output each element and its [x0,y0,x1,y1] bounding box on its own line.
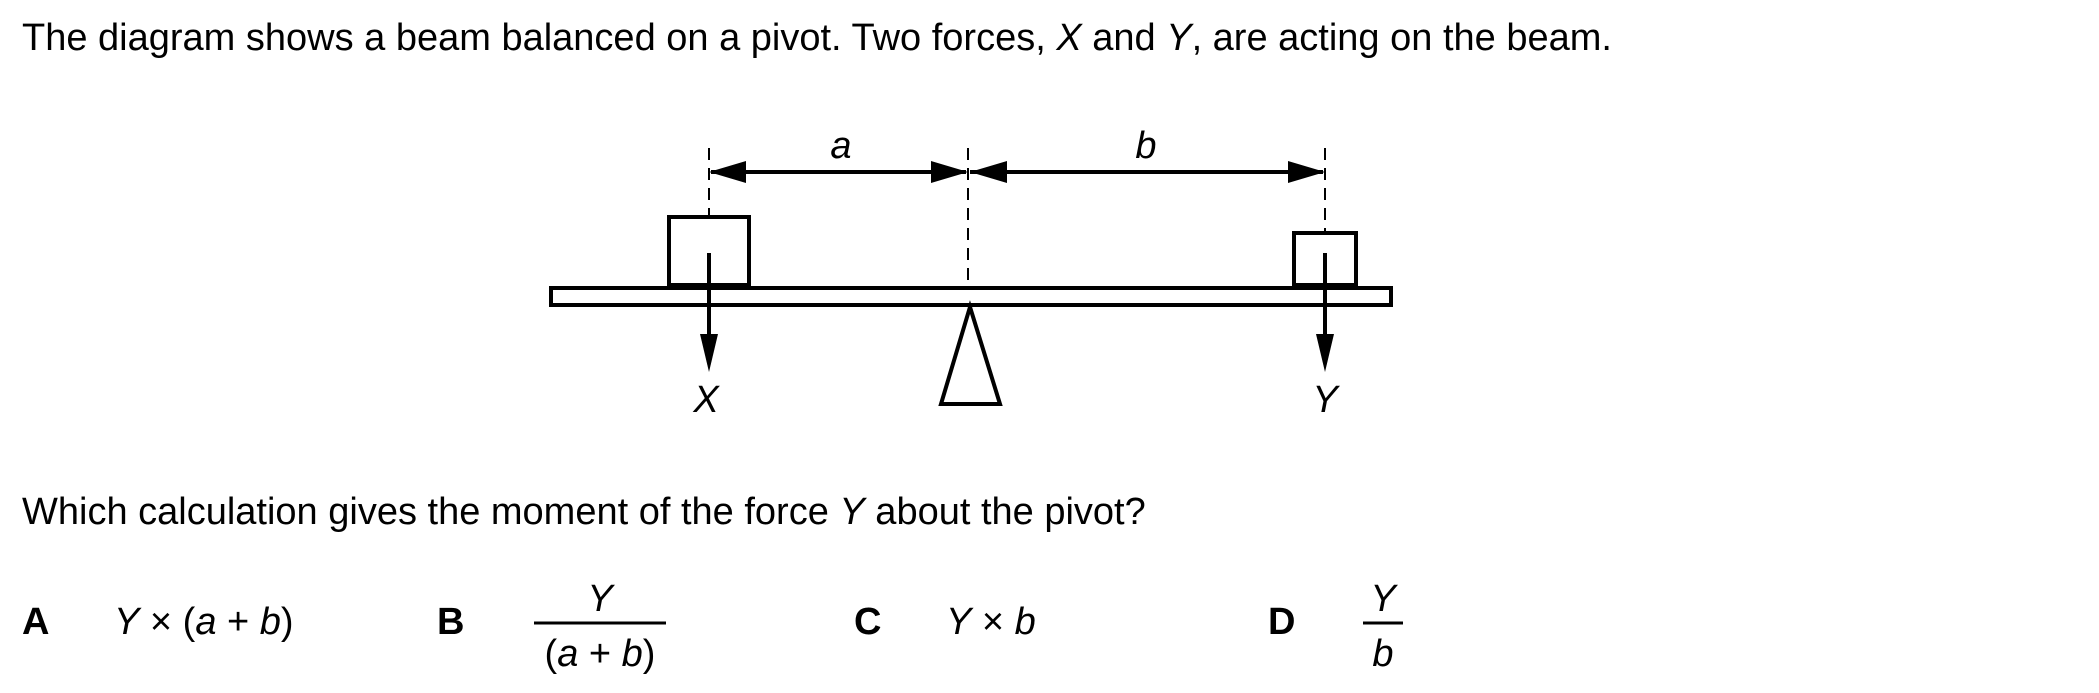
svg-text:(a + b): (a + b) [545,633,656,675]
svg-text:C: C [854,601,881,643]
force-x-label: X [692,379,720,421]
distance-arrows [709,161,1325,183]
option-c[interactable]: C Y × b [854,601,1036,643]
svg-text:Y × b: Y × b [946,601,1036,643]
svg-text:Y: Y [1370,578,1398,620]
intro-text: The diagram shows a beam balanced on a p… [22,17,1612,59]
question-text: Which calculation gives the moment of th… [22,491,1146,533]
dashed-guides [708,148,1326,287]
option-d[interactable]: D Y b [1268,578,1403,675]
pivot [938,300,1003,406]
svg-text:Y: Y [587,578,615,620]
svg-text:B: B [437,601,464,643]
beam-diagram: a b X Y [549,125,1393,421]
svg-text:b: b [1372,633,1393,675]
svg-text:Y × (a + b): Y × (a + b) [114,601,294,643]
option-b[interactable]: B Y (a + b) [437,578,666,675]
beam [549,286,1393,307]
force-y-label: Y [1312,379,1340,421]
force-arrows [700,253,1334,372]
svg-text:D: D [1268,601,1295,643]
label-b: b [1135,125,1156,167]
option-a[interactable]: A Y × (a + b) [22,601,294,643]
svg-text:A: A [22,601,49,643]
label-a: a [830,125,851,167]
